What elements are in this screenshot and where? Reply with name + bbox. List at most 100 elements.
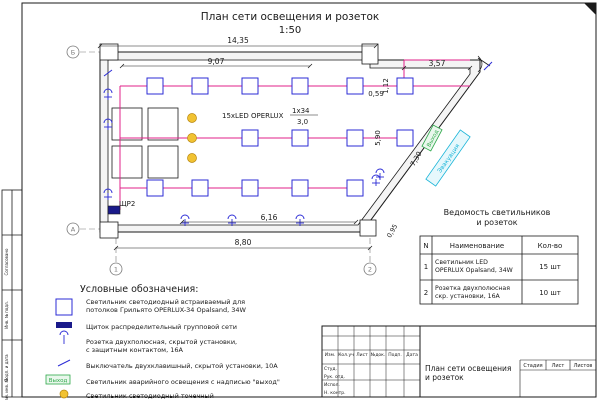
led-fixture — [346, 179, 364, 197]
schedule-row-n: 1 — [424, 263, 428, 271]
tb-column-header: Лист — [356, 352, 368, 358]
tb-sheet-name: и розеток — [425, 373, 464, 382]
axis-bubble-row_top — [66, 45, 80, 59]
side-label: Подп. и дата — [4, 354, 9, 382]
led-fixture — [146, 77, 164, 95]
side-label: Взам. инв. № — [4, 378, 9, 400]
distribution-panel-icon — [56, 322, 72, 328]
socket-icon — [103, 88, 113, 100]
partition-block-3 — [147, 145, 179, 179]
legend-panel — [56, 322, 72, 328]
socket-icon — [103, 188, 113, 200]
tb-role-label: Рук. отд. — [324, 374, 345, 380]
led-fixture — [396, 77, 414, 95]
schedule-row-n: 2 — [424, 289, 428, 297]
structural-column-2 — [361, 43, 379, 65]
dim-right-upper-tick-b — [467, 65, 473, 71]
legend-fixture — [55, 298, 73, 316]
legend: Условные обозначения:Светильник светодио… — [45, 284, 280, 400]
panel-label: ЩР2 — [119, 200, 135, 208]
switch-icon — [483, 61, 493, 71]
switch-icon — [103, 69, 113, 77]
switch-icon — [57, 359, 71, 367]
schedule-row-qty: 10 шт — [539, 289, 561, 297]
side-label: Инв. № подл. — [4, 301, 9, 329]
spot-light-icon — [187, 113, 197, 123]
dim-overall-top-tick-a — [97, 43, 103, 49]
socket-arc — [103, 118, 113, 124]
dim-upper-run-value: 9,07 — [208, 57, 225, 66]
axis-label-row_top: Б — [71, 49, 75, 57]
socket-icon — [227, 214, 237, 226]
led-fixture — [191, 179, 209, 197]
structural-column-0 — [99, 43, 119, 61]
tb-sheets-label: Листов — [574, 363, 593, 369]
legend-exit-text: Выход — [49, 378, 68, 384]
tb-sheet-name: План сети освещения — [425, 364, 511, 373]
exit-sign-box — [421, 124, 443, 152]
socket-arc — [103, 88, 113, 94]
dim-step-height: 1,12 — [382, 78, 390, 94]
socket-icon — [180, 214, 190, 226]
spot-light-icon — [187, 153, 197, 163]
schedule-row-name: скр. установки, 16А — [435, 293, 501, 300]
socket-icon — [295, 214, 305, 226]
legend-item-text: с защитным контактом, 16А — [86, 346, 183, 354]
socket-arc — [103, 188, 113, 194]
socket-icon — [59, 330, 69, 344]
socket-arc — [295, 214, 305, 220]
dim-lower-run-value: 6,16 — [261, 213, 278, 222]
drawing-scale: 1:50 — [279, 25, 301, 36]
led-fixture — [346, 129, 364, 147]
title-block-frame — [321, 325, 597, 398]
structural-column-1 — [99, 221, 119, 239]
led-fixture — [291, 179, 309, 197]
corner-mark — [584, 3, 596, 15]
partition-block-2 — [111, 145, 143, 179]
door-leaf — [477, 57, 491, 67]
dim-vertical: 5,90 — [374, 130, 382, 146]
legend-exit-box — [45, 374, 71, 385]
socket-icon — [103, 118, 113, 130]
dim-corner: 0,95 — [385, 223, 399, 240]
axis-bubble-row_bottom — [66, 222, 80, 236]
tb-sheet-label: Лист — [552, 363, 565, 369]
legend-item-text: потолков Грильято OPERLUX-34 Opalsand, 3… — [86, 306, 247, 314]
dim-lower-run-tick-a — [179, 219, 185, 225]
socket-arc — [375, 168, 385, 174]
axis-label-col_left: 1 — [114, 266, 118, 274]
dim-overall-bottom-value: 8,80 — [235, 238, 252, 247]
legend-item-text: Светильник аварийного освещения с надпис… — [86, 378, 280, 386]
dim-overall-top-tick-b — [373, 43, 379, 49]
led-fixture — [346, 77, 364, 95]
tb-role-label: Студ. — [324, 366, 337, 372]
spot-light-icon — [187, 133, 197, 143]
legend-spot — [59, 389, 69, 399]
dim-upper-run-tick-a — [119, 63, 125, 69]
dim-overall-top-value: 14,35 — [227, 36, 249, 45]
door-swing — [477, 55, 483, 73]
legend-item-text: Светильник светодиодный встраиваемый для — [86, 298, 245, 306]
tb-column-header: Кол.уч — [338, 352, 354, 358]
dim-step-gap: 0,59 — [368, 90, 384, 98]
fixture-spec: 1x34 — [292, 107, 310, 115]
tb-column-header: Изм. — [325, 352, 336, 358]
spot-light-icon — [59, 389, 69, 399]
tb-column-header: Подп. — [388, 352, 402, 358]
fixture-power: 3,0 — [297, 118, 308, 126]
led-fixture — [241, 179, 259, 197]
schedule-title: Ведомость светильников — [444, 208, 551, 217]
axis-bubble-col_left — [109, 262, 123, 276]
side-label: Согласовано — [4, 248, 9, 275]
tb-role-label: Н. контр. — [324, 390, 346, 396]
legend-item-text: Розетка двухполюсная, скрытой установки, — [86, 338, 237, 346]
tb-column-header: №док. — [371, 352, 386, 358]
axis-label-row_bottom: А — [71, 226, 76, 234]
schedule-row-name: Розетка двухполюсная — [435, 285, 510, 292]
structural-column-3 — [359, 219, 377, 237]
dim-right-upper-value: 3,57 — [429, 59, 446, 68]
